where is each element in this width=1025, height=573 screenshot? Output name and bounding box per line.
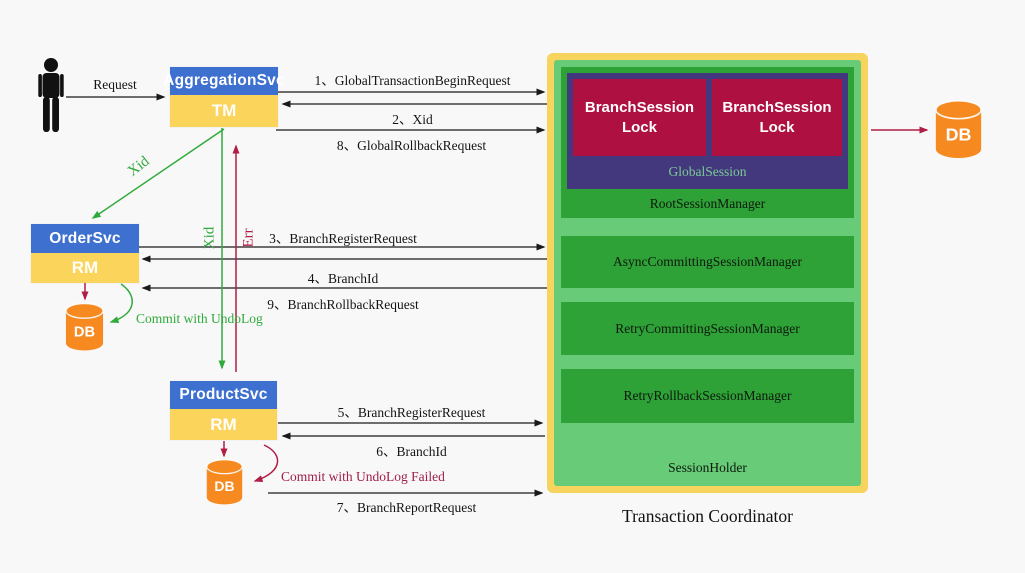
coordinator-db-label: DB <box>946 125 972 145</box>
label-xid-diagonal: Xid <box>124 153 153 180</box>
node-aggregationsvc: AggregationSvc TM <box>163 67 285 127</box>
order-database-icon: DB <box>63 302 106 353</box>
branch-session-lock-1: BranchSession Lock <box>573 79 706 156</box>
node-ordersvc: OrderSvc RM <box>31 224 139 283</box>
arrow-xid-to-ordersvc <box>91 128 225 219</box>
retry-committing-session-manager: RetryCommittingSessionManager <box>561 302 854 355</box>
label-9-branch-rollback-request: 9、BranchRollbackRequest <box>267 297 419 312</box>
ordersvc-title: OrderSvc <box>31 224 139 253</box>
label-7-branch-report-request: 7、BranchReportRequest <box>336 500 477 515</box>
arrow-commit-undolog <box>109 283 133 324</box>
label-request: Request <box>93 77 137 92</box>
label-commit-with-undolog-failed: Commit with UndoLog Failed <box>281 469 445 484</box>
global-session-label: GlobalSession <box>668 164 747 179</box>
node-productsvc: ProductSvc RM <box>170 381 277 440</box>
aggregationsvc-role-tm: TM <box>170 95 278 127</box>
root-session-manager-box: BranchSession Lock BranchSession Lock Gl… <box>561 67 854 218</box>
session-holder-label: SessionHolder <box>668 460 747 475</box>
global-session-box: BranchSession Lock BranchSession Lock Gl… <box>567 73 848 189</box>
arrow-commit-undolog-failed <box>253 444 279 482</box>
label-3-branch-register-request: 3、BranchRegisterRequest <box>269 231 417 246</box>
retry-rollback-session-manager: RetryRollbackSessionManager <box>561 369 854 423</box>
productsvc-role-rm: RM <box>170 409 277 440</box>
ordersvc-role-rm: RM <box>31 253 139 283</box>
productsvc-title: ProductSvc <box>170 381 277 409</box>
aggregationsvc-title: AggregationSvc <box>163 67 285 95</box>
order-db-label: DB <box>74 324 95 340</box>
branch-session-lock-2: BranchSession Lock <box>712 79 842 156</box>
coordinator-database-icon: DB <box>931 99 986 161</box>
label-6-branch-id: 6、BranchId <box>376 444 447 459</box>
person-icon <box>38 58 64 132</box>
product-db-label: DB <box>214 478 234 494</box>
transaction-coordinator-title: Transaction Coordinator <box>622 506 793 526</box>
label-5-branch-register-request: 5、BranchRegisterRequest <box>337 405 486 420</box>
label-err-vertical: Err <box>240 228 257 248</box>
transaction-coordinator-box: BranchSession Lock BranchSession Lock Gl… <box>547 53 868 493</box>
label-xid-vertical: Xid <box>201 226 218 250</box>
async-committing-session-manager: AsyncCommittingSessionManager <box>561 236 854 288</box>
product-database-icon: DB <box>204 458 245 507</box>
label-commit-with-undolog: Commit with UndoLog <box>136 311 263 326</box>
root-session-manager-label: RootSessionManager <box>649 196 766 211</box>
label-4-branch-id: 4、BranchId <box>307 271 379 286</box>
label-8-global-rollback-request: 8、GlobalRollbackRequest <box>336 138 487 153</box>
label-2-xid: 2、Xid <box>392 112 433 127</box>
label-1-global-transaction-begin-request: 1、GlobalTransactionBeginRequest <box>314 73 511 88</box>
session-holder-box: BranchSession Lock BranchSession Lock Gl… <box>554 60 861 486</box>
